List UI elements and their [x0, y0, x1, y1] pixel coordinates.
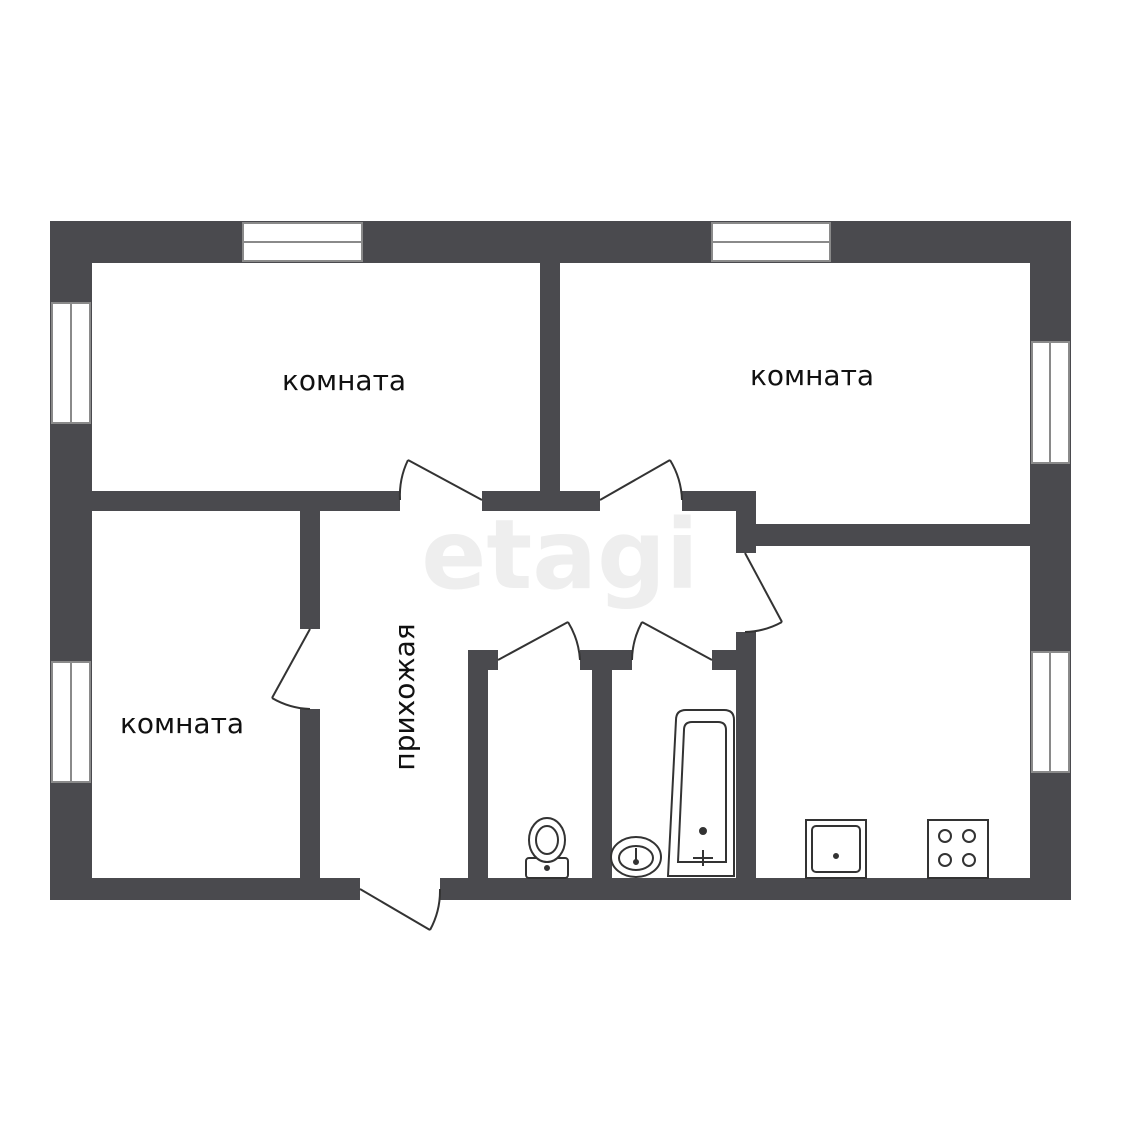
- wall-under-rooms-center: [482, 491, 600, 511]
- stove-icon: [927, 819, 989, 879]
- door-swing-icon: [599, 459, 683, 501]
- watermark: etagi: [421, 499, 698, 611]
- wall-toilet-left: [468, 650, 488, 878]
- window-icon: [711, 222, 831, 262]
- window-icon: [51, 302, 91, 424]
- doors: [271, 459, 783, 931]
- door-swing-icon: [631, 621, 713, 661]
- wall-kitchen-left: [736, 632, 756, 878]
- wall-top-rooms-divider: [540, 263, 560, 491]
- toilet-icon: [525, 817, 569, 879]
- windows: [51, 222, 1070, 783]
- wall-kitchen-stub: [712, 650, 736, 670]
- wall-outer-right: [1030, 221, 1071, 900]
- bathtub-icon: [666, 709, 735, 877]
- window-icon: [1031, 651, 1070, 773]
- door-swing-icon: [271, 628, 311, 710]
- wall-toilet-bath-divider: [592, 650, 612, 878]
- wall-outer-top: [50, 221, 1071, 263]
- door-swing-icon: [398, 459, 483, 501]
- kitchen-sink-icon: [805, 819, 867, 879]
- window-icon: [51, 661, 91, 783]
- room-label-top-right: комната: [750, 359, 874, 392]
- wall-left-room-lower: [300, 709, 320, 878]
- window-icon: [242, 222, 363, 262]
- door-swing-icon: [359, 888, 442, 931]
- wall-under-room-top-left-a: [92, 491, 400, 511]
- wall-outer-bottom-right: [440, 878, 1071, 900]
- wall-outer-bottom-left: [50, 878, 360, 900]
- wall-left-room-upper: [300, 511, 320, 629]
- door-swing-icon: [744, 552, 783, 633]
- door-swing-icon: [497, 621, 581, 661]
- sink-icon: [610, 836, 662, 878]
- wall-hall-stub-upper: [736, 491, 756, 553]
- room-label-hallway: прихожая: [388, 623, 421, 770]
- room-label-bottom-left: комната: [120, 707, 244, 740]
- wall-room-kitchen: [756, 524, 1030, 546]
- window-icon: [1031, 341, 1070, 464]
- room-label-top-left: комната: [282, 364, 406, 397]
